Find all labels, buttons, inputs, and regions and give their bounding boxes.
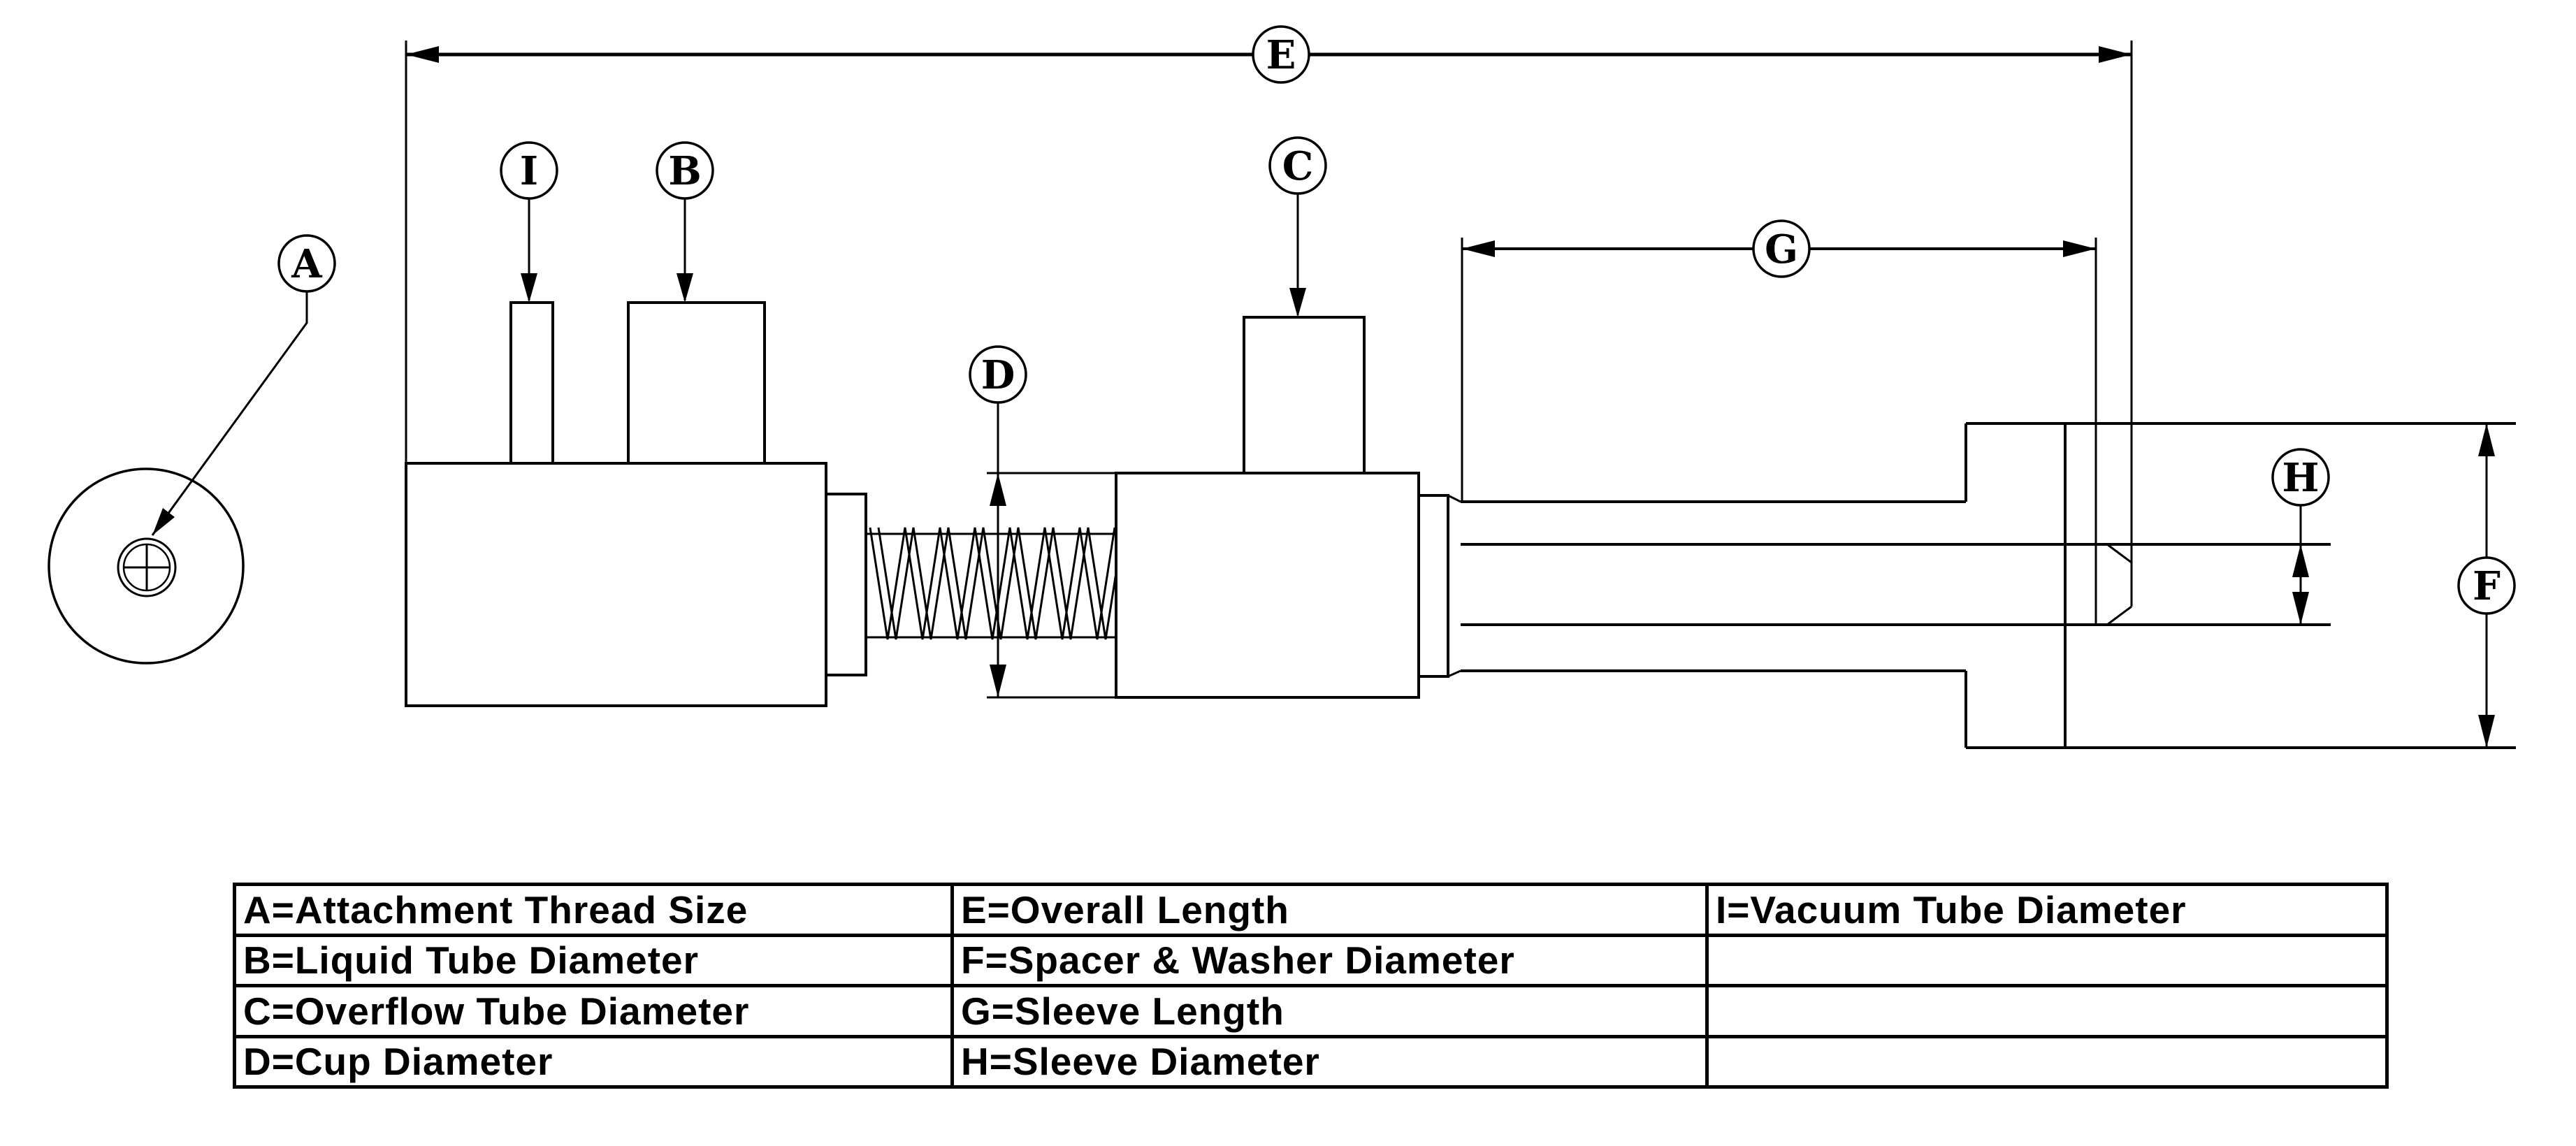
arrow-icon [521, 273, 537, 303]
arrow-icon [1289, 288, 1306, 317]
balloon-letter-G: G [1765, 226, 1798, 273]
arrow-icon [406, 46, 439, 63]
balloon-I: I [500, 141, 558, 200]
vacuum-tube [509, 301, 554, 465]
arrow-icon [990, 473, 1006, 506]
balloon-circle [277, 234, 336, 293]
leader-A [151, 291, 308, 536]
arrow-icon [2099, 46, 2132, 63]
legend-cell-I: I=Vacuum Tube Diameter [1705, 883, 2389, 937]
arrow-icon [2478, 423, 2495, 456]
tip-chamfer [2106, 543, 2132, 564]
balloon-B: B [656, 141, 714, 200]
dimensions [151, 41, 2495, 748]
balloon-circle [656, 141, 714, 200]
legend-cell-G: G=Sleeve Length [950, 984, 1709, 1038]
nozzle-side-view [405, 301, 2516, 749]
cup-body [405, 462, 827, 707]
legend-cell-H: H=Sleeve Diameter [950, 1034, 1709, 1089]
balloon-circle [1268, 136, 1327, 195]
arrow-icon [990, 665, 1006, 697]
legend-cell-D: D=Cup Diameter [233, 1034, 954, 1089]
legend-cell-empty [1705, 1034, 2389, 1089]
cup-face-circle [48, 467, 245, 665]
arrow-icon [676, 273, 693, 303]
arrow-icon [2063, 240, 2096, 257]
balloon-letter-D: D [981, 352, 1015, 398]
balloon-C: C [1268, 136, 1327, 195]
attachment-thread-outer-circle [117, 537, 177, 597]
collar [1417, 494, 1449, 678]
balloon-letter-F: F [2473, 563, 2501, 609]
balloon-circle [500, 141, 558, 200]
collar-chamfer [1447, 494, 1461, 503]
balloon-G: G [1752, 219, 1811, 278]
spring-coil [869, 527, 1116, 640]
balloon-F: F [2457, 556, 2516, 615]
balloon-letter-I: I [520, 148, 538, 194]
balloon-callouts: A I B C D E G H F [277, 25, 2516, 615]
arrow-icon [2292, 544, 2309, 577]
balloon-circle [2457, 556, 2516, 615]
arrow-icon [2478, 715, 2495, 748]
balloon-letter-C: C [1282, 143, 1314, 189]
balloon-D: D [969, 345, 1027, 404]
balloon-circle [969, 345, 1027, 404]
neck-collar [825, 493, 867, 676]
balloon-A: A [277, 234, 336, 293]
liquid-tube [627, 301, 766, 465]
balloon-letter-E: E [1266, 32, 1296, 78]
legend-cell-B: B=Liquid Tube Diameter [233, 933, 954, 987]
balloon-E: E [1252, 25, 1310, 84]
legend-cell-empty [1705, 933, 2389, 987]
legend-cell-C: C=Overflow Tube Diameter [233, 984, 954, 1038]
balloon-H: H [2271, 448, 2330, 507]
legend-cell-empty [1705, 984, 2389, 1038]
overflow-tube [1243, 316, 1366, 474]
balloon-letter-B: B [668, 148, 701, 194]
body-block [1115, 472, 1420, 699]
balloon-circle [2271, 448, 2330, 507]
spring-coil [877, 527, 1117, 640]
arrow-icon [2292, 592, 2309, 625]
legend-cell-F: F=Spacer & Washer Diameter [950, 933, 1709, 987]
balloon-circle [1252, 25, 1310, 84]
balloon-letter-A: A [291, 241, 323, 287]
arrow-icon [152, 508, 175, 535]
arrow-icon [1462, 240, 1495, 257]
legend-cell-E: E=Overall Length [950, 883, 1709, 937]
collar-chamfer [1447, 669, 1461, 678]
balloon-letter-H: H [2282, 455, 2320, 501]
cup-end-view [48, 467, 245, 665]
legend-cell-A: A=Attachment Thread Size [233, 883, 954, 937]
balloon-circle [1752, 219, 1811, 278]
tip-chamfer [2106, 605, 2132, 626]
attachment-thread-inner-circle [122, 543, 171, 592]
